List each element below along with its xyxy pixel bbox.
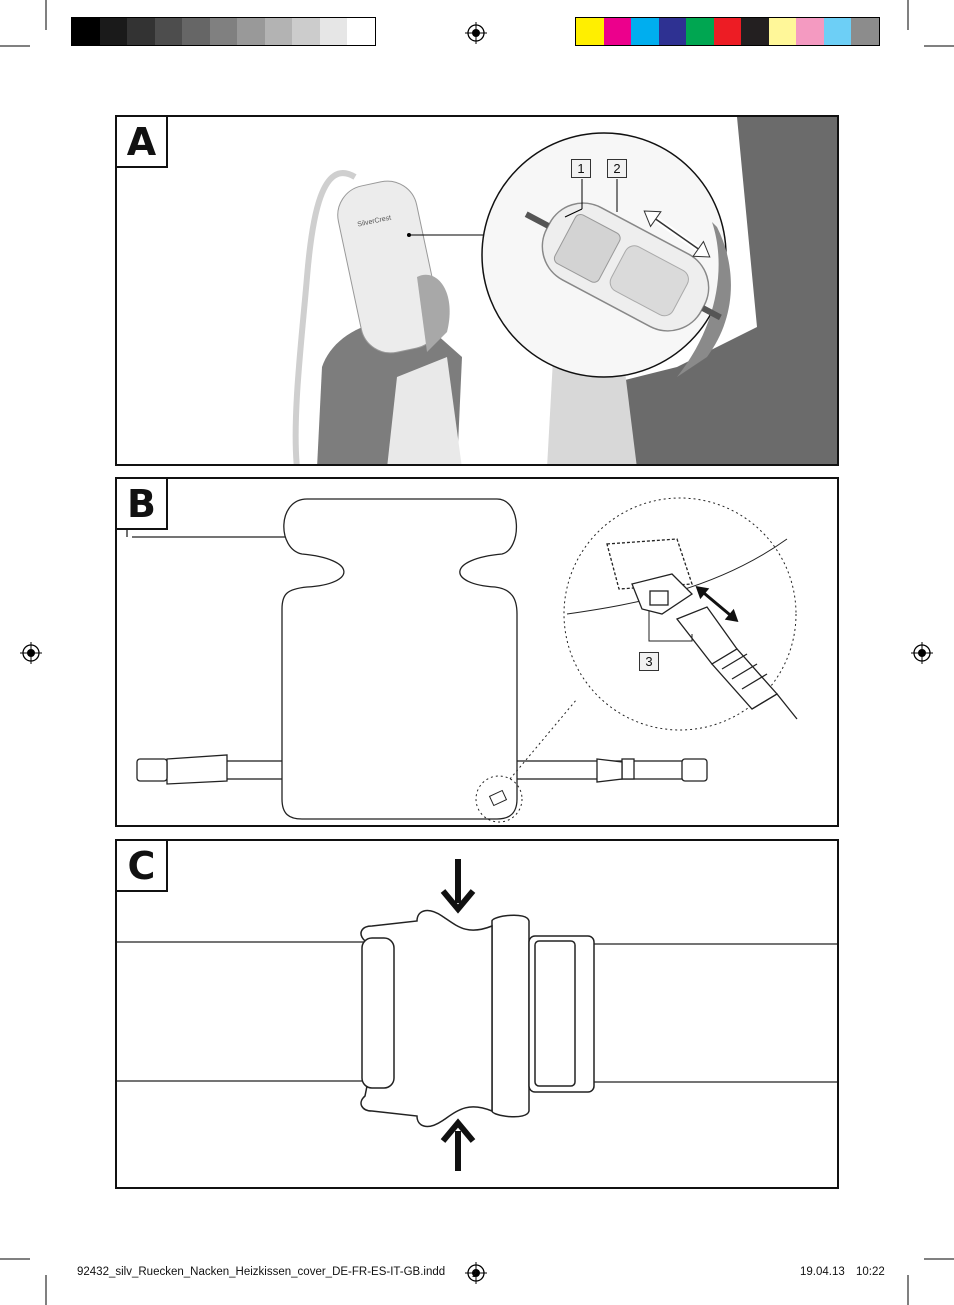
color-swatch — [72, 18, 100, 45]
color-swatch — [154, 18, 182, 45]
color-swatch — [686, 18, 714, 45]
color-swatch — [631, 18, 659, 45]
panel-b-label: B — [117, 479, 168, 530]
color-swatch — [209, 18, 237, 45]
color-swatch — [127, 18, 155, 45]
plug-insert-arrow-icon — [695, 586, 739, 622]
buckle-right-icon — [681, 758, 708, 782]
registration-mark-icon — [911, 642, 933, 664]
panel-a-label: A — [117, 117, 168, 168]
heating-pad-outline — [281, 498, 518, 820]
registration-mark-icon — [465, 22, 487, 44]
remote-control: SilverCrest — [337, 180, 441, 354]
footer-page-number: 2 — [472, 1269, 478, 1279]
registration-mark-icon — [20, 642, 42, 664]
color-swatch — [347, 18, 375, 45]
callout-1: 1 — [571, 159, 591, 178]
color-swatch — [182, 18, 210, 45]
color-swatch — [99, 18, 127, 45]
color-swatch — [603, 18, 631, 45]
figure-c-illustration — [117, 859, 837, 1171]
figure-a-illustration: SilverCrest — [292, 117, 837, 464]
footer-filename: 92432_silv_Ruecken_Nacken_Heizkissen_cov… — [77, 1266, 446, 1278]
color-swatch — [292, 18, 320, 45]
figure-b-panel: B 3 — [115, 477, 839, 827]
slide-direction-arrow-icon — [643, 210, 711, 258]
socket-icon — [606, 538, 694, 615]
figure-a-panel: SilverCrest A 1 2 — [115, 115, 839, 466]
color-swatch — [264, 18, 292, 45]
callout-2: 2 — [607, 159, 627, 178]
registration-mark-icon — [465, 1262, 487, 1284]
figure-c-panel: C — [115, 839, 839, 1189]
press-up-arrow-icon — [440, 1118, 476, 1171]
color-swatch — [851, 18, 879, 45]
plug-icon — [675, 606, 798, 720]
footer-date: 19.04.13 — [800, 1266, 845, 1278]
color-swatch — [768, 18, 796, 45]
color-swatch — [658, 18, 686, 45]
grayscale-color-bar — [71, 17, 376, 46]
color-swatch — [823, 18, 851, 45]
color-swatch — [319, 18, 347, 45]
press-down-arrow-icon — [440, 859, 476, 914]
color-swatch — [237, 18, 265, 45]
panel-c-label: C — [117, 841, 168, 892]
color-swatch — [796, 18, 824, 45]
callout-3: 3 — [639, 652, 659, 671]
color-swatch — [713, 18, 741, 45]
color-swatch — [576, 18, 604, 45]
color-swatch — [741, 18, 769, 45]
footer-time: 10:22 — [856, 1266, 885, 1278]
buckle-left-icon — [136, 758, 168, 782]
figure-b-illustration — [126, 497, 798, 823]
process-color-bar — [575, 17, 880, 46]
buckle-female — [491, 914, 595, 1118]
connector-icon — [488, 789, 508, 807]
